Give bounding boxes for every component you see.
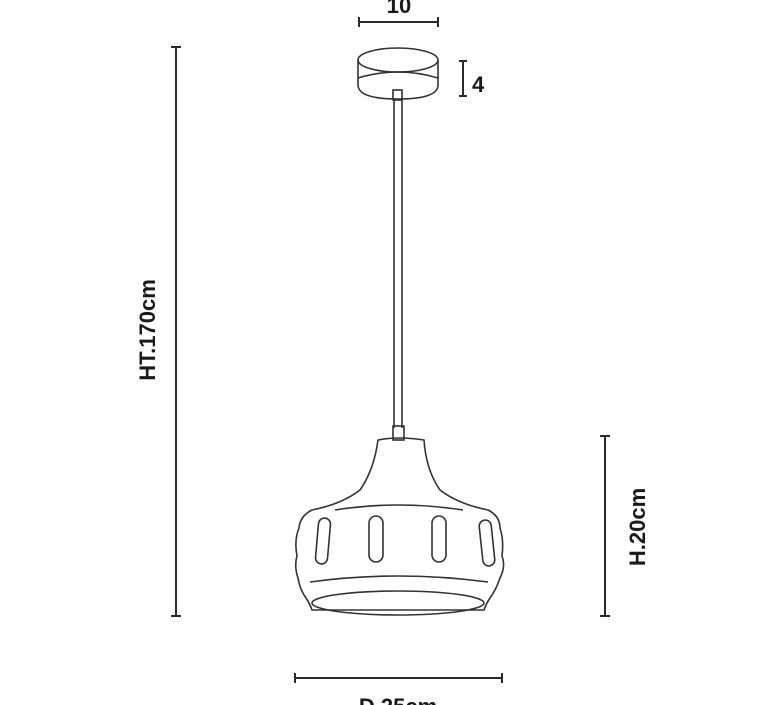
shade-diameter-label: D.25cm xyxy=(359,694,437,705)
pendant-cord xyxy=(392,89,405,441)
shade-height-label: H.20cm xyxy=(625,488,650,566)
lamp-shade xyxy=(294,437,505,616)
shade-height-dimension: H.20cm xyxy=(600,435,650,617)
ceiling-canopy xyxy=(357,47,439,100)
canopy-height-label: 4 xyxy=(472,72,485,97)
canopy-width-label: 10 xyxy=(387,0,411,18)
total-height-dimension: HT.170cm xyxy=(135,46,181,617)
canopy-height-dimension: 4 xyxy=(459,60,485,97)
total-height-label: HT.170cm xyxy=(135,279,160,381)
shade-diameter-dimension: D.25cm xyxy=(294,673,503,705)
canopy-width-dimension: 10 xyxy=(358,0,439,27)
